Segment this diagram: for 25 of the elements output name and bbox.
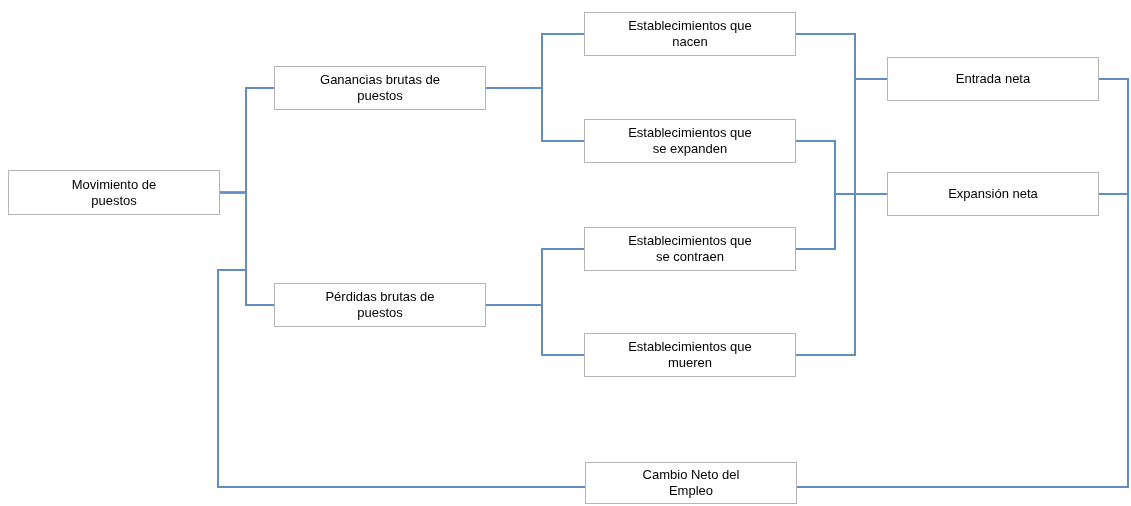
box-label: Entrada neta xyxy=(954,71,1032,87)
box-label: Establecimientos que se contraen xyxy=(627,233,753,265)
process-box xyxy=(585,462,797,504)
process-box xyxy=(887,57,1099,101)
box-label: Pérdidas brutas de puestos xyxy=(324,289,436,321)
process-box xyxy=(274,283,486,327)
box-label: Expansión neta xyxy=(947,186,1039,202)
box-label: Cambio Neto del Empleo xyxy=(641,467,741,499)
process-box xyxy=(584,12,796,56)
process-box xyxy=(584,119,796,163)
process-box xyxy=(8,170,220,215)
box-label: Establecimientos que nacen xyxy=(627,18,753,50)
process-box xyxy=(584,333,796,377)
box-label: Establecimientos que mueren xyxy=(627,339,753,371)
box-label: Establecimientos que se expanden xyxy=(627,125,753,157)
box-label: Ganancias brutas de puestos xyxy=(319,72,441,104)
connector-line xyxy=(795,78,888,356)
connector-line xyxy=(485,87,585,142)
connector-line xyxy=(217,191,586,488)
connector-line xyxy=(795,193,888,250)
connector-line xyxy=(485,304,585,356)
process-box xyxy=(274,66,486,110)
process-box xyxy=(584,227,796,271)
box-label: Movimiento de puestos xyxy=(70,176,158,209)
process-box xyxy=(887,172,1099,216)
